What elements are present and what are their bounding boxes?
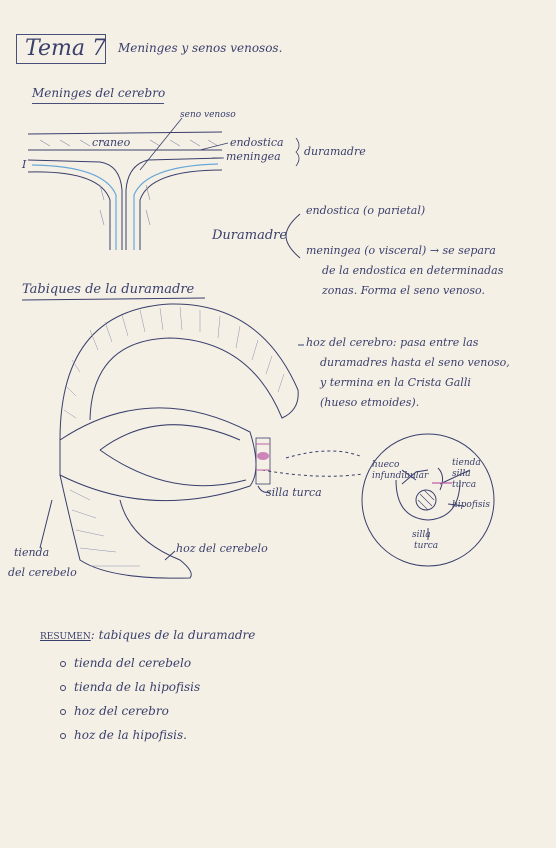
resumen-label: RESUMEN	[40, 632, 91, 642]
bullet-dot-icon	[60, 661, 66, 667]
label-craneo: craneo	[92, 136, 131, 149]
page-title: Meninges y senos venosos.	[118, 41, 283, 55]
hoz-note-line-3: y termina en la Crista Galli	[320, 376, 471, 389]
inset-silla-1: silla	[412, 530, 431, 540]
tema-label-box: Tema 7	[16, 34, 106, 64]
inset-hueco-2: infundibular	[372, 471, 429, 481]
bullet-dot-icon	[60, 709, 66, 715]
label-hoz-cerebelo: hoz del cerebelo	[176, 542, 268, 555]
label-meningea: meningea	[226, 150, 281, 163]
label-endostica: endostica	[230, 136, 284, 149]
resumen-heading: RESUMEN: tabiques de la duramadre	[40, 628, 255, 642]
section-heading-meninges: Meninges del cerebro	[32, 86, 166, 100]
bullet-dot-icon	[60, 685, 66, 691]
inset-hipofisis: hipofisis	[452, 500, 490, 510]
duramadre-branch-meningea: meningea (o visceral) → se separa	[306, 244, 496, 257]
label-tienda-line-2: del cerebelo	[8, 566, 77, 579]
duramadre-branch-meningea-3: zonas. Forma el seno venoso.	[322, 284, 485, 297]
section-heading-tabiques: Tabiques de la duramadre	[22, 282, 195, 297]
bullet-dot-icon	[60, 733, 66, 739]
duramadre-branch-meningea-2: de la endostica en determinadas	[322, 264, 504, 277]
inset-tienda-1: tienda	[452, 458, 481, 468]
label-seno-venoso: seno venoso	[180, 110, 236, 120]
hoz-note-line-1: hoz del cerebro: pasa entre las	[306, 336, 479, 349]
inset-silla-2: turca	[414, 541, 439, 551]
label-duramadre-brace: duramadre	[304, 145, 366, 158]
duramadre-branch-endostica: endostica (o parietal)	[306, 204, 426, 217]
inset-tienda-2: silla	[452, 469, 471, 479]
heading-underline	[32, 103, 164, 104]
label-silla-turca: silla turca	[266, 486, 322, 499]
duramadre-root: Duramadre	[212, 228, 288, 243]
hoz-note-line-2: duramadres hasta el seno venoso,	[320, 356, 510, 369]
tema-label: Tema 7	[25, 36, 106, 61]
label-marker: I	[22, 158, 27, 171]
inset-tienda-3: turca	[452, 480, 477, 490]
label-tienda-line-1: tienda	[14, 546, 50, 559]
resumen-title: : tabiques de la duramadre	[90, 628, 256, 642]
inset-hueco-1: hueco	[372, 460, 400, 470]
hoz-note-line-4: (hueso etmoides).	[320, 396, 420, 409]
